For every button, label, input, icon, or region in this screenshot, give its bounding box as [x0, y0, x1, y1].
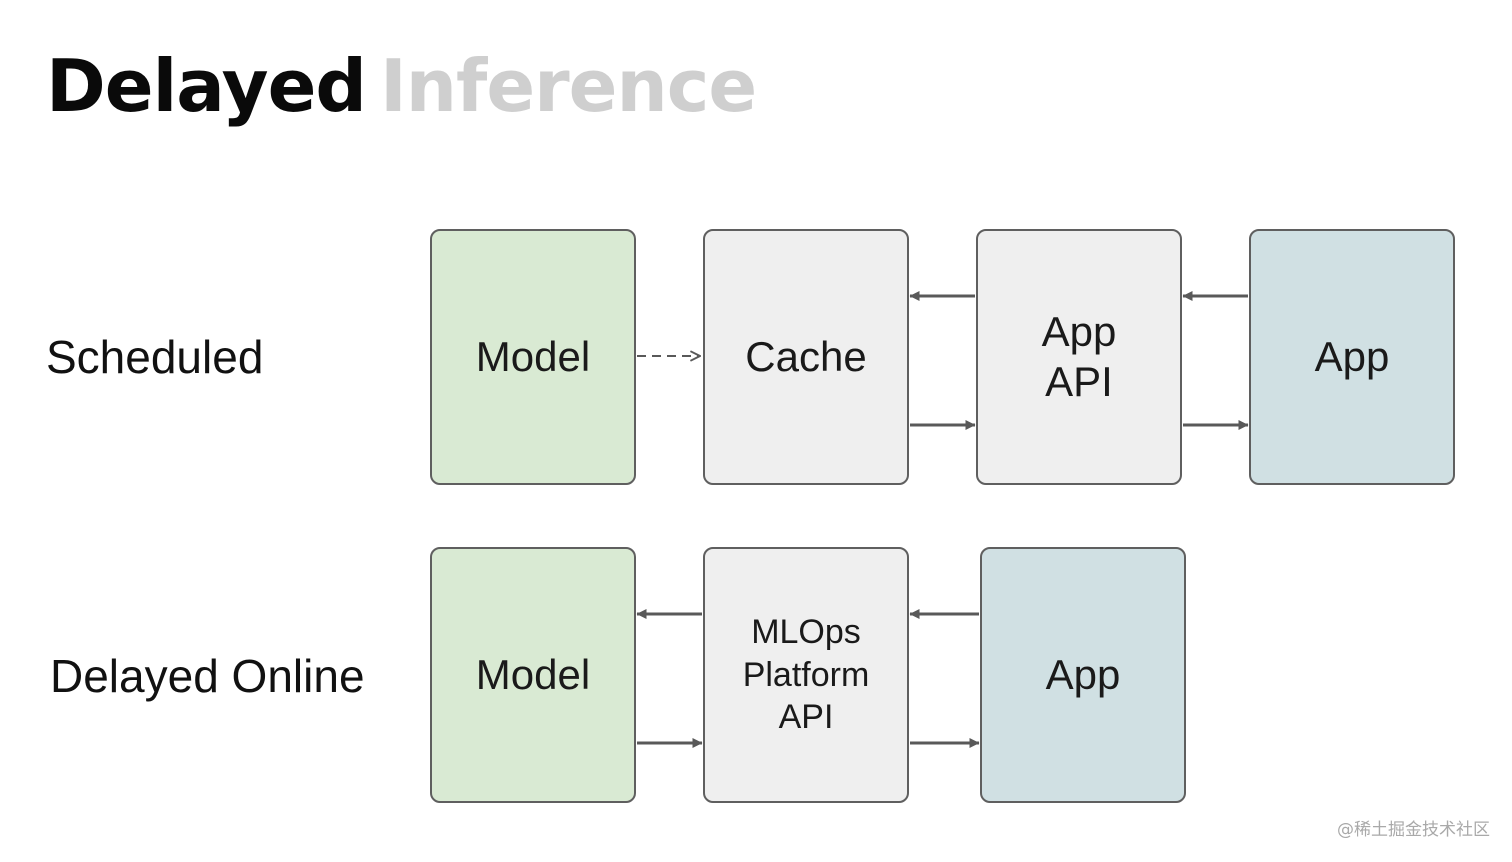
scheduled-app-box: App	[1249, 229, 1455, 485]
online-platform-api-box: MLOps Platform API	[703, 547, 909, 803]
row-label-delayed-online: Delayed Online	[50, 650, 365, 702]
scheduled-model-label: Model	[475, 332, 591, 380]
scheduled-cache-box: Cache	[703, 229, 909, 485]
scheduled-app-api-label: App API	[1041, 307, 1117, 405]
online-model-label: Model	[475, 650, 591, 698]
scheduled-model-box: Model	[430, 229, 636, 485]
scheduled-cache-label: Cache	[745, 332, 867, 380]
online-app-label: App	[1045, 650, 1121, 698]
title-word-inference: Inference	[379, 44, 757, 128]
scheduled-app-label: App	[1314, 332, 1390, 380]
watermark-text: @稀土掘金技术社区	[1337, 820, 1490, 840]
title-word-delayed: Delayed	[46, 44, 367, 128]
online-platform-api-label: MLOps Platform API	[742, 612, 870, 737]
scheduled-app-api-box: App API	[976, 229, 1182, 485]
online-model-box: Model	[430, 547, 636, 803]
online-app-box: App	[980, 547, 1186, 803]
row-label-scheduled: Scheduled	[46, 331, 264, 383]
